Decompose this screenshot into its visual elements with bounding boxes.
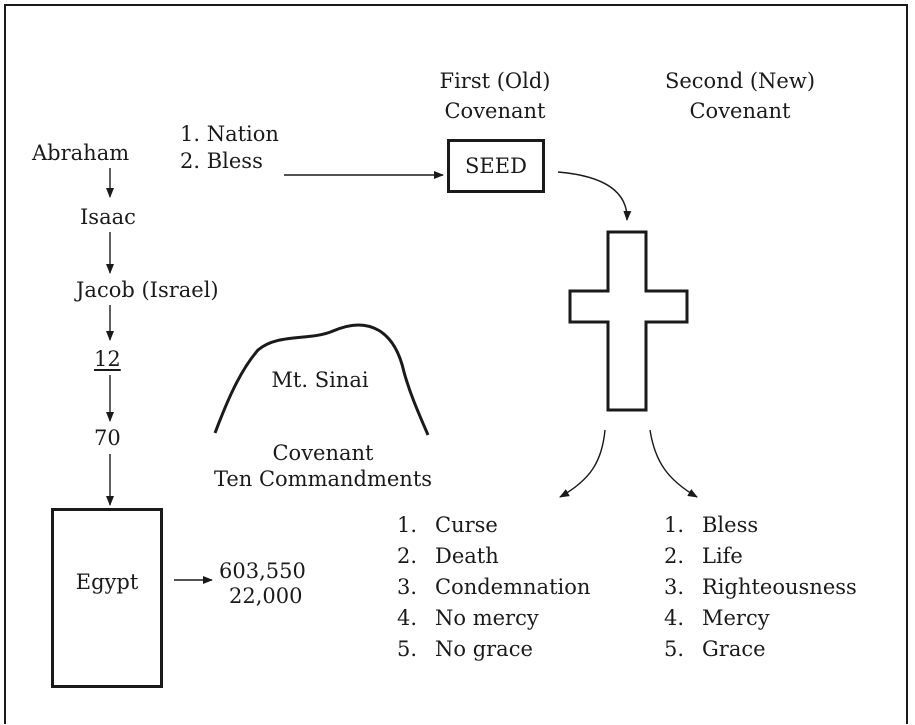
new-covenant-results: 1.Bless 2.Life 3.Righteousness 4.Mercy 5… bbox=[664, 510, 857, 665]
old-covenant-results: 1.Curse 2.Death 3.Condemnation 4.No merc… bbox=[397, 510, 590, 665]
arrow-cross-to-old-results bbox=[559, 429, 606, 498]
second-covenant-line2: Covenant bbox=[689, 99, 791, 123]
jacob-label: Jacob (Israel) bbox=[76, 278, 219, 302]
population-count-1: 603,550 bbox=[219, 559, 306, 583]
mt-sinai-label: Mt. Sinai bbox=[271, 368, 369, 392]
list-item: 2.Death bbox=[397, 544, 499, 568]
first-covenant-line1: First (Old) bbox=[439, 69, 551, 93]
list-item: 5.No grace bbox=[397, 637, 533, 661]
list-item: 3.Condemnation bbox=[397, 575, 591, 599]
mountain-outline bbox=[213, 323, 430, 436]
ten-commandments-label: Ten Commandments bbox=[213, 467, 433, 491]
cross-icon bbox=[568, 230, 689, 412]
list-item: 2.Life bbox=[664, 544, 743, 568]
isaac-label: Isaac bbox=[80, 205, 136, 229]
arrow-seed-to-cross bbox=[557, 171, 632, 221]
abraham-label: Abraham bbox=[32, 141, 130, 165]
seventy-label: 70 bbox=[94, 426, 121, 450]
list-item: 1.Curse bbox=[397, 513, 498, 537]
list-item: 4.Mercy bbox=[664, 606, 770, 630]
promise-nation: 1. Nation bbox=[180, 122, 279, 146]
twelve-tribes-label: 12 bbox=[94, 347, 121, 371]
second-covenant-line1: Second (New) bbox=[664, 69, 816, 93]
sinai-covenant-label: Covenant bbox=[272, 441, 374, 465]
list-item: 4.No mercy bbox=[397, 606, 539, 630]
list-item: 3.Righteousness bbox=[664, 575, 857, 599]
diagram-frame bbox=[4, 4, 908, 724]
egypt-label: Egypt bbox=[75, 570, 139, 594]
egypt-box bbox=[51, 508, 163, 688]
first-covenant-line2: Covenant bbox=[444, 99, 546, 123]
list-item: 5.Grace bbox=[664, 637, 766, 661]
promise-bless: 2. Bless bbox=[180, 149, 263, 173]
seed-box bbox=[447, 139, 545, 193]
population-count-2: 22,000 bbox=[229, 584, 303, 608]
list-item: 1.Bless bbox=[664, 513, 759, 537]
seed-label: SEED bbox=[465, 154, 527, 178]
arrow-cross-to-new-results bbox=[649, 429, 698, 498]
